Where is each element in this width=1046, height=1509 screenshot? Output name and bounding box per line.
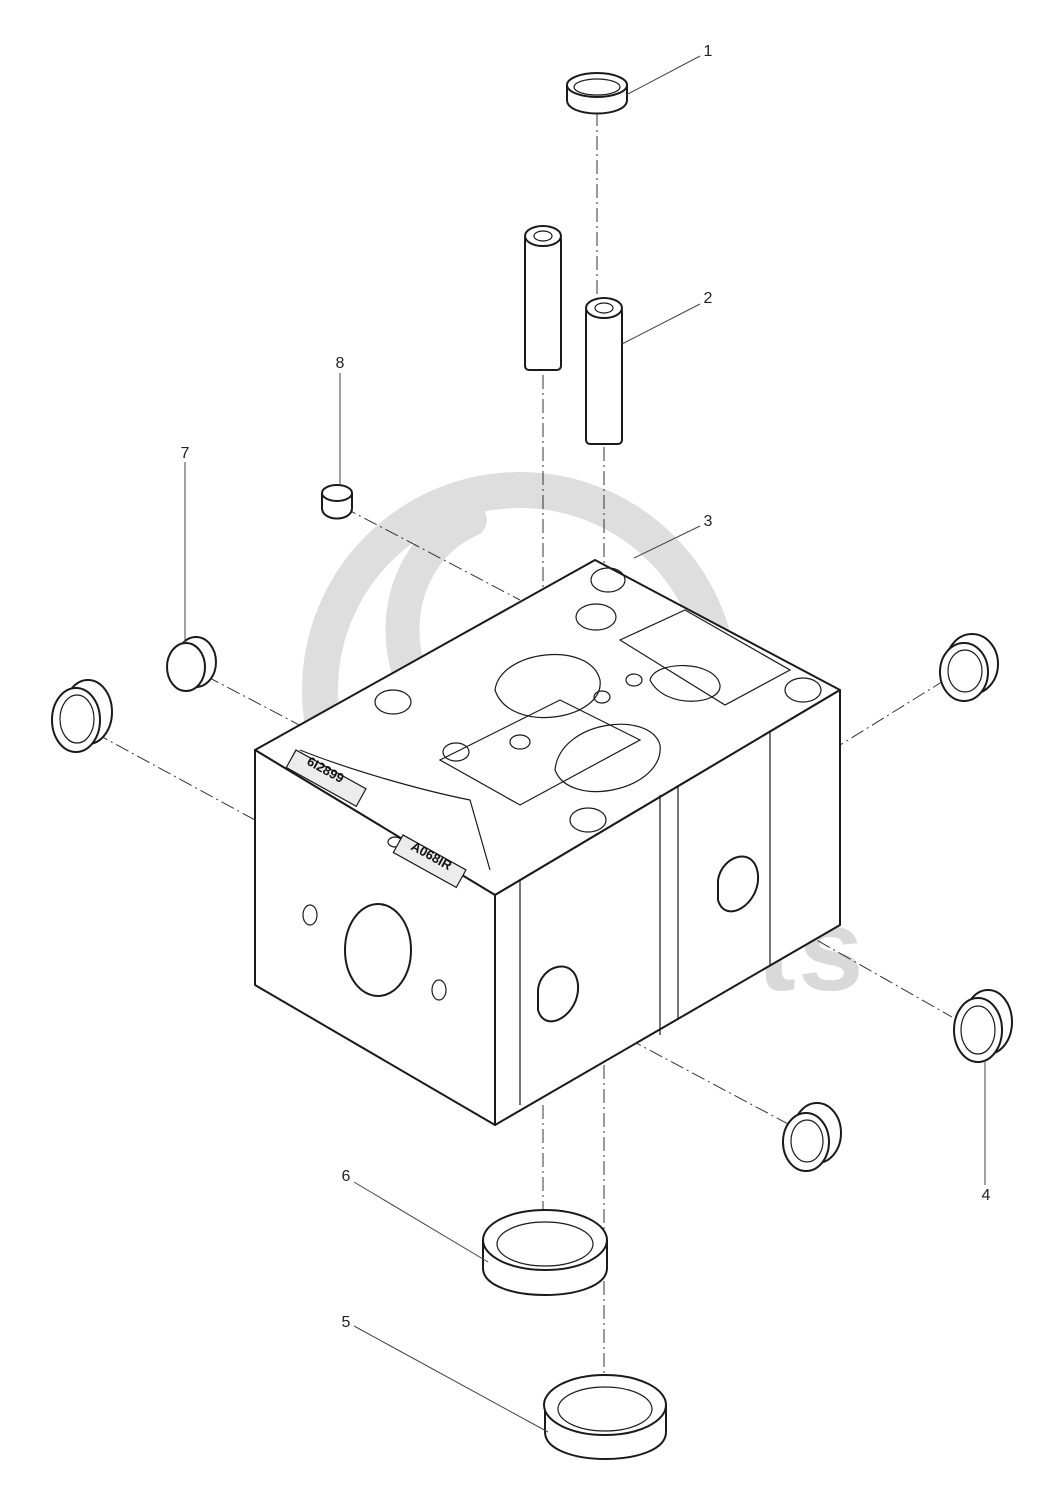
top-bolt-hole-4 xyxy=(374,689,412,715)
axis-part-8 xyxy=(342,506,521,601)
leader-2 xyxy=(621,303,701,345)
right-face-port-upper xyxy=(717,855,760,913)
leader-5 xyxy=(353,1325,549,1433)
block-right-face xyxy=(494,689,841,1126)
leader-lines xyxy=(184,55,986,1433)
part-2-valve-guides xyxy=(524,225,623,445)
stamp-plate-left xyxy=(285,749,367,808)
axis-part-7 xyxy=(205,675,306,729)
left-face-small-hole-1 xyxy=(302,904,318,926)
top-bolt-hole-5 xyxy=(569,807,607,833)
right-upper-plug-rim xyxy=(947,649,983,693)
axis-right-upper-plug xyxy=(839,679,946,746)
right-upper-plug xyxy=(939,633,999,702)
top-bolt-hole-6 xyxy=(442,742,470,762)
callout-8: 8 xyxy=(336,355,345,372)
callout-numbers: 1 2 3 4 5 6 7 8 xyxy=(181,43,991,1331)
callout-1: 1 xyxy=(704,43,713,60)
part-1-plug xyxy=(566,72,628,115)
part-1-rim xyxy=(573,78,621,96)
part-2-guide-right-bore xyxy=(594,302,614,314)
top-bolt-hole-1 xyxy=(590,567,626,593)
top-gasket-channel-left xyxy=(299,749,491,871)
leader-6 xyxy=(353,1181,489,1263)
part-7-face xyxy=(166,642,206,692)
leader-1 xyxy=(625,55,701,96)
top-bolt-hole-3 xyxy=(784,677,822,703)
cylinder-head-block: 6I2899 A068IR xyxy=(254,559,841,1126)
part-2-guide-left xyxy=(524,234,562,371)
callout-2: 2 xyxy=(704,290,713,307)
injector-bore xyxy=(649,664,721,702)
axis-left-plug xyxy=(94,732,256,821)
part-6-seat-ring xyxy=(482,1209,608,1296)
top-gasket-channel-right xyxy=(438,699,642,806)
top-small-hole-1 xyxy=(509,734,531,750)
top-small-hole-2 xyxy=(593,690,611,704)
part-4-cup-plug xyxy=(953,989,1013,1063)
part-2-guide-left-bore xyxy=(533,230,553,242)
part-4-rim xyxy=(960,1005,996,1055)
callout-6: 6 xyxy=(342,1168,351,1185)
lower-cup-plug xyxy=(782,1102,842,1172)
valve-port-right xyxy=(554,723,661,793)
lower-cup-plug-rim xyxy=(790,1119,824,1163)
part-8-pin xyxy=(321,484,353,520)
left-face-small-hole-2 xyxy=(431,979,447,1001)
callout-5: 5 xyxy=(342,1314,351,1331)
left-large-plug-rim xyxy=(59,694,95,744)
callout-3: 3 xyxy=(704,513,713,530)
callout-7: 7 xyxy=(181,445,190,462)
part-6-bore xyxy=(496,1221,594,1267)
part-2-guide-right-top xyxy=(585,297,623,319)
right-face-port-lower xyxy=(537,965,580,1023)
valve-port-left xyxy=(494,653,601,719)
part-5-bore xyxy=(557,1386,653,1432)
left-large-plug xyxy=(51,679,113,753)
rocker-chamber xyxy=(618,609,792,706)
part-2-guide-right xyxy=(585,306,623,445)
part-2-guide-left-top xyxy=(524,225,562,247)
part-5-top xyxy=(543,1374,667,1436)
top-small-hole-3 xyxy=(625,673,643,687)
leader-3 xyxy=(633,525,701,559)
left-face-port xyxy=(344,903,412,997)
part-1-top xyxy=(566,72,628,98)
top-bolt-hole-2 xyxy=(575,603,617,631)
part-6-top xyxy=(482,1209,608,1271)
part-8-top xyxy=(321,484,353,502)
part-5-seat-ring xyxy=(543,1374,667,1460)
stamp-plate-right xyxy=(392,834,467,889)
part-7-plug xyxy=(166,636,217,692)
callout-4: 4 xyxy=(982,1187,991,1204)
